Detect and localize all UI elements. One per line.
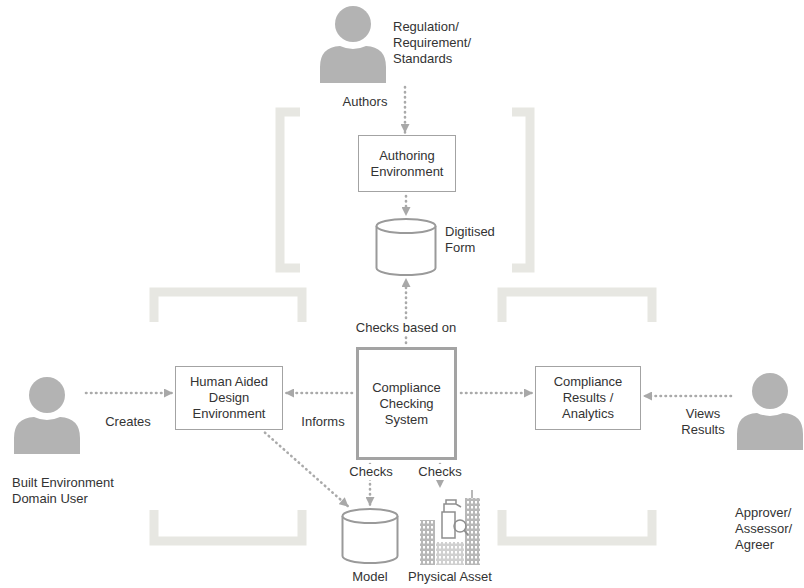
person-head — [335, 6, 371, 42]
node-label: Regulation/ Requirement/ Standards — [393, 19, 488, 67]
cylinder-top — [377, 219, 436, 233]
database-cylinder: Model — [341, 508, 399, 564]
edge-label: Checks based on — [354, 320, 458, 336]
cylinder-top — [343, 509, 398, 523]
dotted-connector — [404, 87, 407, 133]
bracket — [280, 112, 300, 268]
bracket — [502, 292, 652, 322]
person-icon — [12, 376, 82, 454]
node-label: Model — [352, 569, 387, 585]
building-icon — [420, 490, 480, 565]
windows — [465, 498, 480, 565]
node-label: Digitised Form — [445, 224, 515, 256]
bracket — [154, 292, 302, 322]
bracket-group — [154, 112, 652, 541]
spray-bottle — [442, 512, 455, 538]
edge-label: Checks — [416, 464, 463, 480]
building — [465, 498, 480, 565]
cylinder-outline — [341, 508, 399, 564]
dotted-connector — [461, 392, 533, 395]
box-label: Authoring Environment — [366, 148, 448, 180]
bracket — [502, 510, 652, 541]
edge-label: Views Results — [676, 406, 730, 438]
dotted-connector — [405, 196, 408, 216]
process-box: Compliance Checking System — [356, 347, 457, 460]
node-label: Built Environment Domain User — [12, 475, 142, 507]
antenna — [471, 490, 473, 498]
person-icon — [735, 372, 804, 450]
edge-label: Checks — [347, 464, 394, 480]
process-box: Compliance Results / Analytics — [535, 366, 641, 430]
edge-label: Authors — [341, 94, 390, 110]
process-box: Human Aided Design Environment — [175, 366, 283, 430]
edge-label: Creates — [103, 414, 153, 430]
person-icon — [318, 5, 388, 83]
spray-nozzle — [444, 500, 461, 512]
person-head — [29, 377, 65, 413]
windows — [436, 542, 464, 565]
person-body — [14, 417, 80, 454]
process-box: Authoring Environment — [358, 135, 456, 192]
person-head — [752, 373, 788, 409]
dotted-connector — [86, 392, 173, 395]
cylinder-outline — [375, 218, 437, 276]
windows — [420, 520, 435, 565]
asset-figure: Physical Asset — [418, 490, 482, 566]
dotted-connector — [265, 433, 349, 507]
edge-label: Informs — [299, 414, 346, 430]
box-label: Human Aided Design Environment — [183, 374, 275, 422]
actor-figure: Built Environment Domain User — [10, 376, 145, 511]
actor-figure: Approver/ Assessor/ Agreer — [700, 372, 800, 562]
person-body — [320, 46, 386, 83]
dotted-connector — [643, 395, 731, 398]
bracket — [512, 112, 530, 268]
database-cylinder: Digitised Form — [375, 218, 437, 276]
actor-figure: Regulation/ Requirement/ Standards — [318, 5, 493, 85]
node-label: Approver/ Assessor/ Agreer — [735, 505, 804, 553]
dotted-connector — [285, 392, 352, 395]
person-body — [737, 413, 803, 450]
building — [436, 542, 464, 565]
building — [420, 520, 435, 565]
box-label: Compliance Checking System — [366, 380, 447, 428]
bracket — [154, 510, 302, 541]
node-label: Physical Asset — [408, 569, 492, 585]
magnifier-handle — [464, 530, 468, 535]
box-label: Compliance Results / Analytics — [543, 374, 633, 422]
